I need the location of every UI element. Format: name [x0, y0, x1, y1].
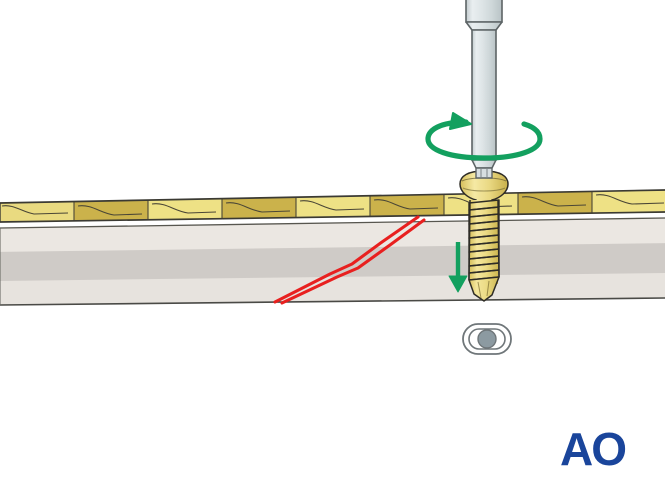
screw-tip [468, 276, 500, 302]
bone-top-edge [0, 217, 665, 229]
screwdriver-collar [465, 21, 503, 31]
screw-tip-facet [486, 280, 490, 297]
marker-center-dot [477, 329, 497, 349]
screwdriver-tip [475, 167, 493, 179]
screw-tip-facet [477, 281, 482, 299]
drill-hole-marker [462, 323, 512, 355]
rotation-arrow-head [449, 112, 472, 130]
lag-screw [459, 170, 509, 302]
cortex-contour [521, 196, 587, 207]
insertion-arrow [448, 242, 468, 293]
screw-head [459, 170, 509, 207]
fracture-line [273, 215, 426, 305]
screw-shaft-right-edge [497, 199, 500, 278]
cortex-segment [370, 190, 444, 218]
cortex-contour [1, 205, 69, 215]
cortex-segment [518, 190, 592, 215]
screwdriver [465, 0, 503, 179]
ao-logo-text: AO [560, 423, 625, 475]
insertion-arrow-head [448, 275, 468, 293]
cortex-contour [373, 199, 439, 210]
screw-shaft [470, 200, 498, 284]
cortex-segment [296, 192, 370, 219]
screwdriver-lower-collar [471, 159, 497, 169]
ao-logo: AO [560, 423, 627, 475]
cortex-segment [0, 198, 74, 222]
bone-bottom-edge [0, 297, 665, 306]
cortex-contour [595, 194, 665, 205]
screw-shaft-left-edge [468, 199, 471, 281]
fracture-stroke-primary [273, 215, 420, 304]
cortex-segment [74, 196, 148, 222]
cortex-top-edge [0, 189, 665, 204]
cortex-contour [225, 202, 291, 213]
rotation-arrow [425, 112, 543, 161]
cortex-segment [148, 195, 222, 222]
screwdriver-handle-shank [465, 0, 503, 23]
cortex-bottom-edge [0, 211, 665, 223]
screwdriver-shaft [471, 29, 497, 161]
cortex-contour [299, 200, 365, 211]
cortical-bone-layer [0, 189, 665, 223]
cortex-segment [592, 190, 665, 213]
cortex-contour [151, 203, 217, 214]
cancellous-bone-body [0, 217, 665, 306]
rotation-arrow-ellipse [425, 119, 543, 161]
cortex-segment [222, 193, 296, 221]
cortex-contour [77, 205, 143, 216]
fracture-stroke-secondary [280, 218, 426, 305]
screw-head-contour [462, 187, 506, 192]
bone-middle-layer [0, 243, 665, 283]
